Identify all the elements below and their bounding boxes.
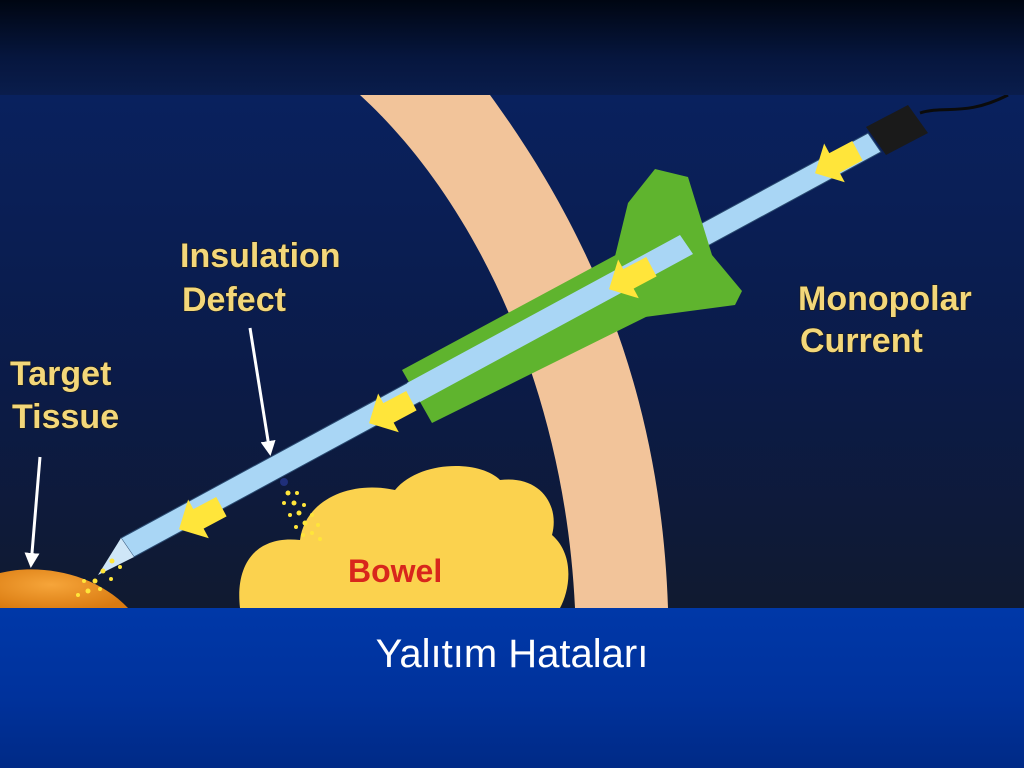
instrument-tip — [98, 538, 134, 575]
monopolar-current-label-line1: Monopolar — [798, 280, 972, 318]
target-tissue-shape — [0, 569, 128, 608]
monopolar-current-label-line2: Current — [800, 322, 923, 360]
abdominal-wall — [360, 95, 668, 608]
bowel-shape — [239, 466, 569, 608]
current-arrow — [815, 140, 863, 183]
slide-caption-band — [0, 608, 1024, 768]
tip-current-sparks — [76, 558, 122, 597]
instrument-cable — [919, 95, 1009, 115]
bowel-label: Bowel — [348, 553, 442, 589]
slide-caption: Yalıtım Hataları — [375, 632, 649, 676]
current-arrow — [369, 390, 417, 433]
target-tissue-label-line2: Tissue — [12, 398, 119, 436]
target-tissue-pointer-arrow — [24, 456, 42, 568]
stray-current-sparks — [282, 490, 322, 541]
target-tissue-label-line1: Target — [10, 355, 111, 393]
current-arrow — [609, 256, 657, 299]
insulation-defect-mark — [280, 478, 288, 486]
insulation-defect-label-line2: Defect — [182, 281, 286, 319]
current-arrow — [179, 496, 227, 539]
insulation-defect-pointer-arrow — [248, 327, 276, 456]
instrument-handle — [866, 105, 928, 155]
slide-top-band — [0, 0, 1024, 96]
insulation-defect-diagram: Insulation Defect Target Tissue Monopola… — [0, 95, 1024, 608]
insulation-defect-label-line1: Insulation — [180, 237, 341, 275]
